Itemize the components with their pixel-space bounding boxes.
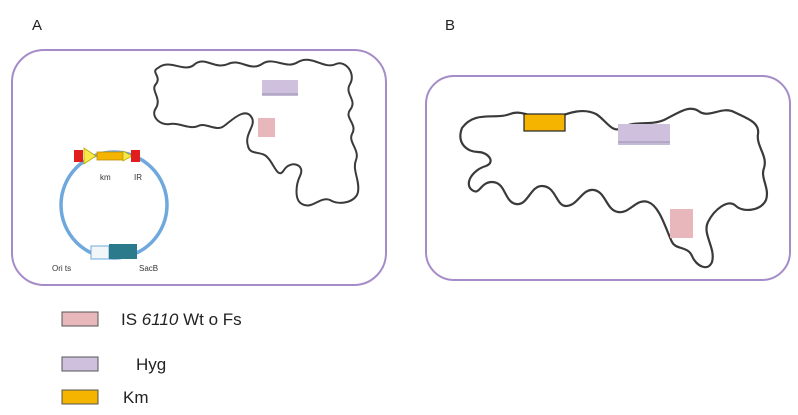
hyg-marker-a bbox=[262, 80, 298, 95]
legend-label-is6110-post: Wt o Fs bbox=[178, 310, 241, 329]
plasmid: km IR Ori ts SacB bbox=[52, 147, 169, 273]
legend: IS 6110 Wt o Fs Hyg Km bbox=[61, 310, 242, 407]
chromosome-b bbox=[459, 107, 768, 269]
legend-label-is6110: IS 6110 Wt o Fs bbox=[121, 310, 242, 329]
panel-b bbox=[425, 75, 791, 281]
is6110-marker-a bbox=[258, 118, 275, 137]
plasmid-label-ori-ts: Ori ts bbox=[52, 264, 71, 273]
legend-swatch-km bbox=[61, 389, 99, 405]
legend-item-km: Km bbox=[61, 388, 149, 407]
legend-label-hyg: Hyg bbox=[136, 355, 166, 374]
plasmid-label-sacb: SacB bbox=[139, 264, 158, 273]
hyg-marker-b-shadow bbox=[618, 141, 670, 145]
is6110-marker-b bbox=[670, 209, 693, 238]
plasmid-label-km: km bbox=[100, 173, 111, 182]
promoter-left-icon bbox=[83, 147, 97, 165]
ir-left-block bbox=[74, 150, 83, 162]
plasmid-label-ir: IR bbox=[134, 173, 142, 182]
hyg-marker-a-shadow bbox=[262, 93, 298, 96]
sacb-block bbox=[109, 244, 137, 259]
ir-right-block bbox=[131, 150, 140, 162]
legend-item-hyg: Hyg bbox=[61, 355, 166, 374]
cell-a-outline bbox=[11, 49, 387, 286]
panel-a-letter: A bbox=[32, 17, 42, 34]
legend-swatch-is6110 bbox=[61, 311, 99, 327]
ori-ts-block bbox=[90, 245, 110, 260]
legend-item-is6110: IS 6110 Wt o Fs bbox=[61, 310, 242, 329]
legend-label-is6110-pre: IS bbox=[121, 310, 142, 329]
legend-swatch-hyg bbox=[61, 356, 99, 372]
km-cassette bbox=[96, 151, 124, 161]
km-marker-b bbox=[523, 113, 566, 132]
hyg-marker-b bbox=[618, 124, 670, 143]
legend-label-is6110-italic: 6110 bbox=[142, 310, 179, 329]
panel-b-letter: B bbox=[445, 17, 455, 34]
promoter-right-icon bbox=[122, 150, 133, 162]
panel-a: km IR Ori ts SacB bbox=[11, 49, 387, 286]
cell-b-outline bbox=[425, 75, 791, 281]
legend-label-km: Km bbox=[123, 388, 149, 407]
chromosome-a bbox=[153, 58, 360, 207]
